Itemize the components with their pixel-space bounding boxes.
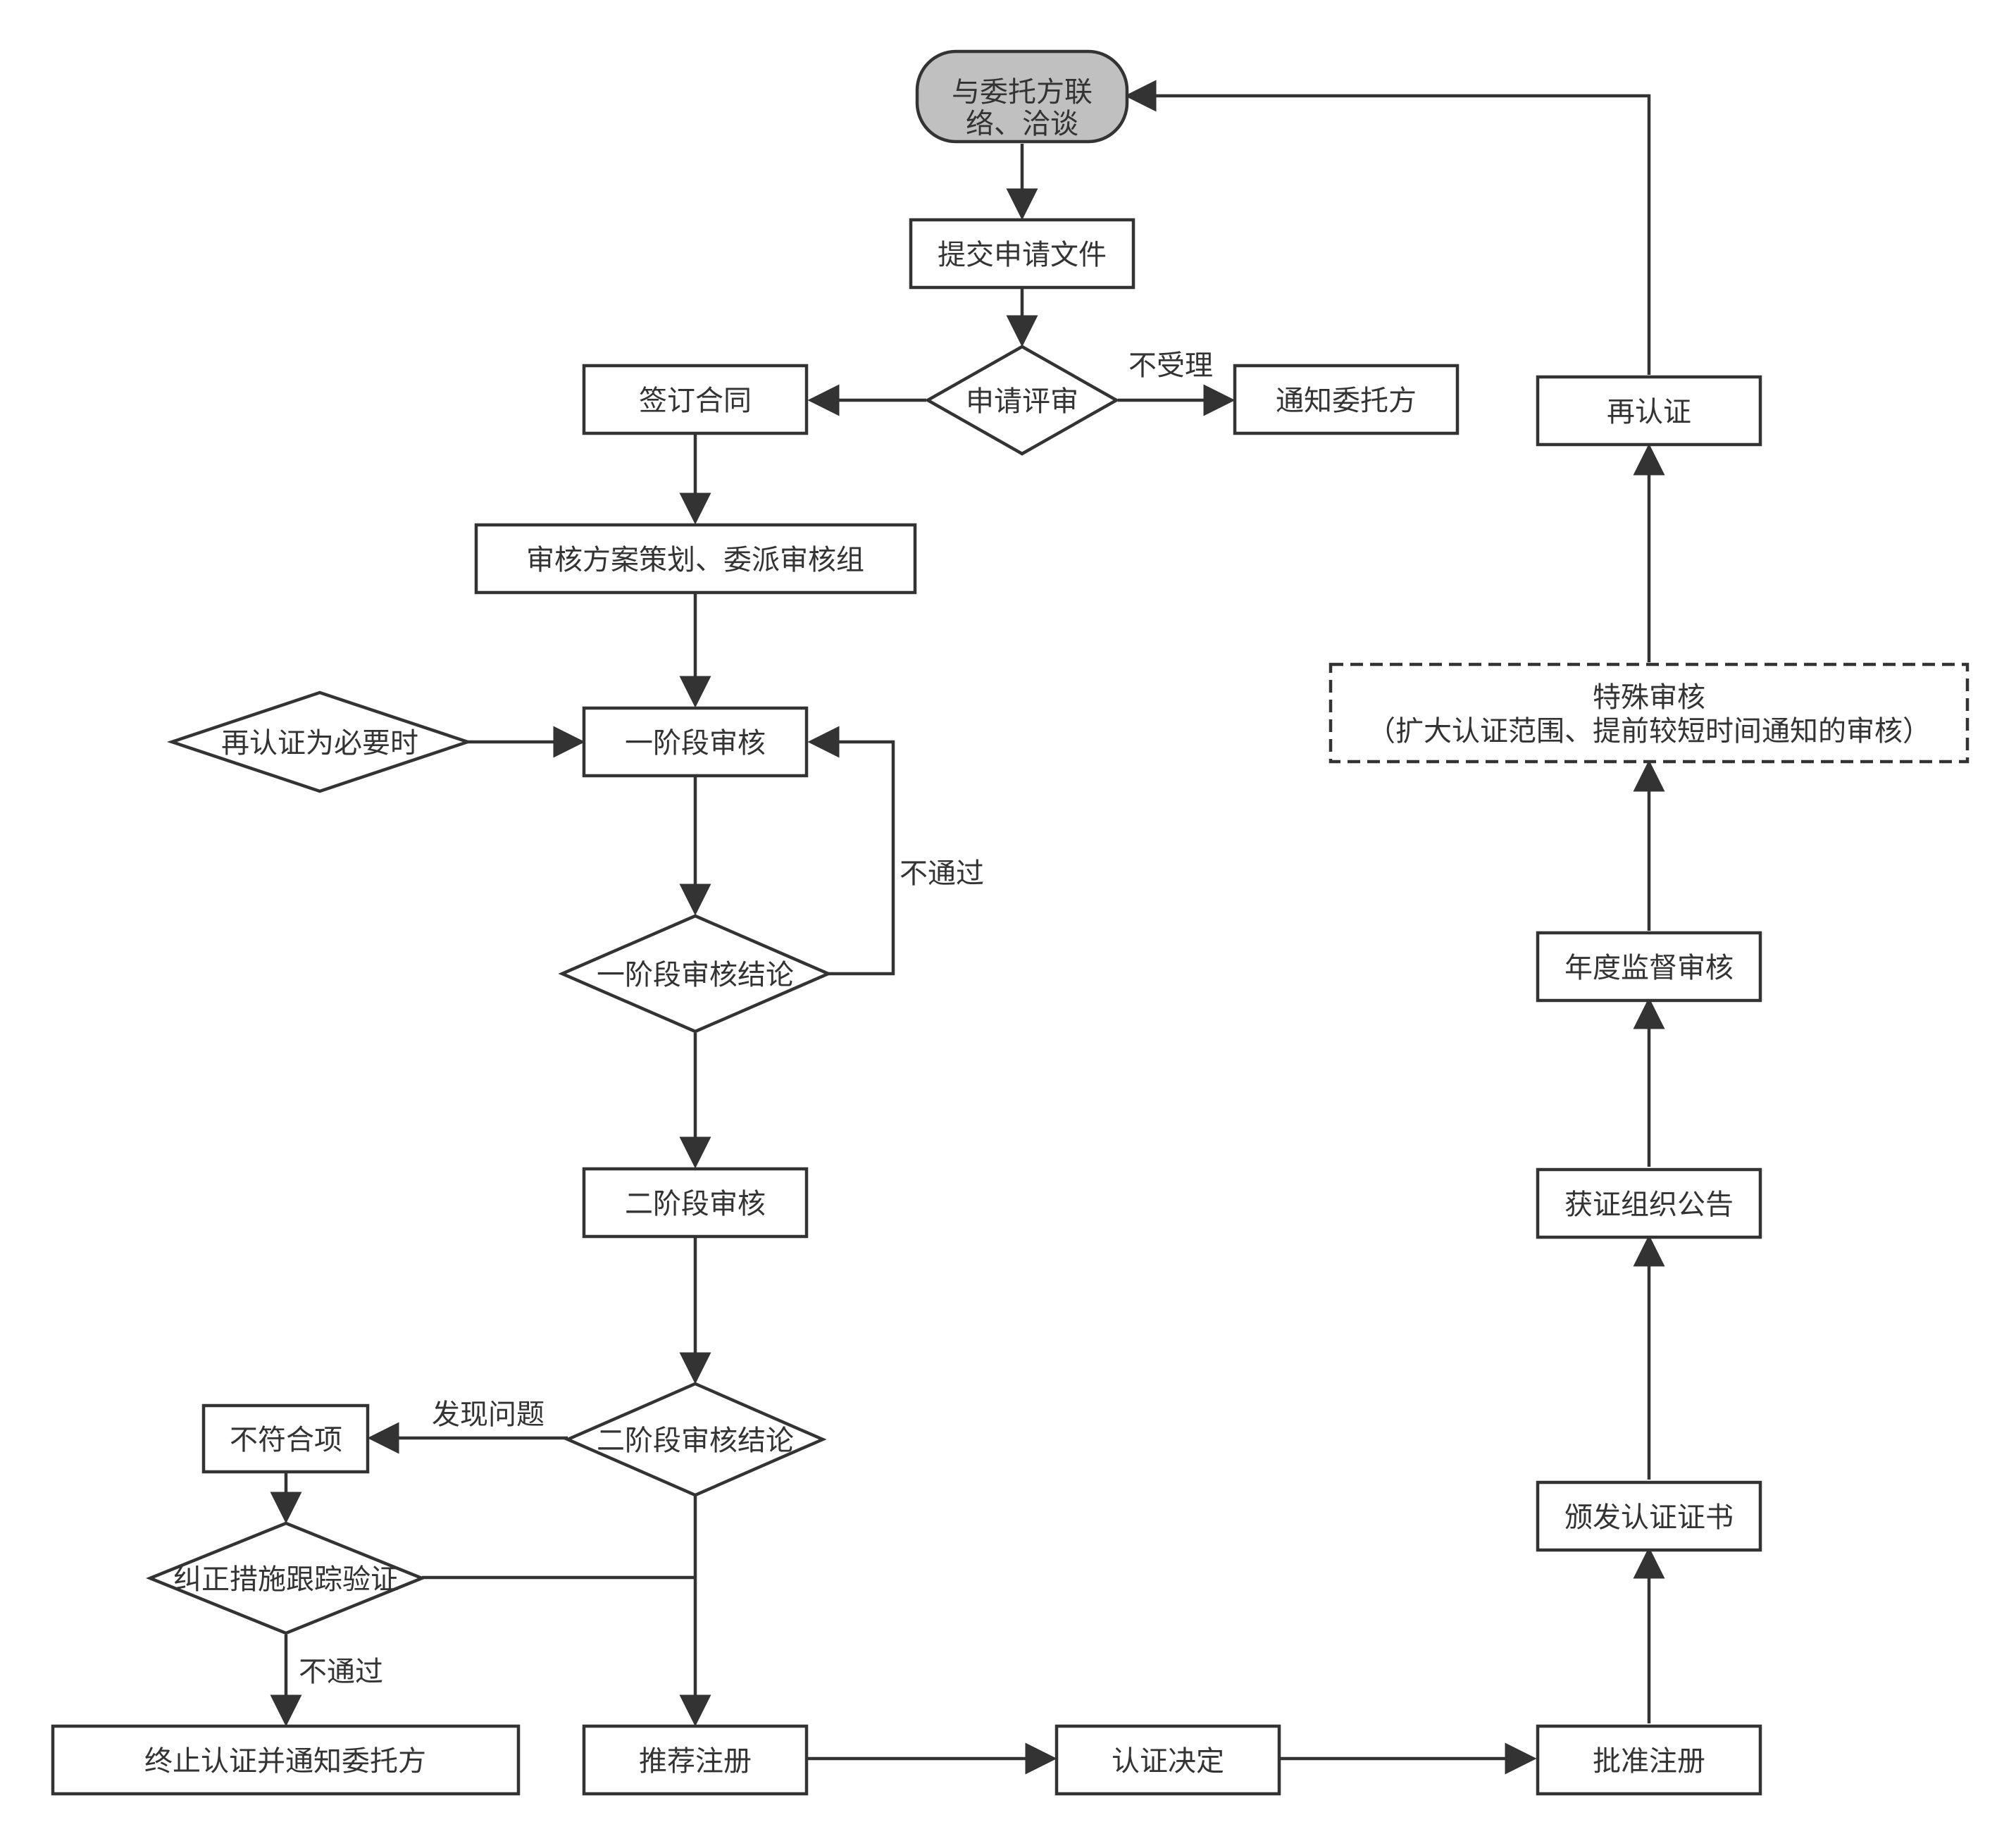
- sign-contract-label: 签订合同: [639, 385, 752, 416]
- notify-client-label: 通知委托方: [1276, 385, 1417, 416]
- recert-label: 再认证: [1607, 397, 1691, 428]
- terminate-label: 终止认证并通知委托方: [144, 1746, 426, 1777]
- stage1-result-label: 一阶段审核结论: [597, 960, 794, 991]
- recert-needed-label: 再认证为必要时: [221, 728, 418, 759]
- stage2-result-label: 二阶段审核结论: [597, 1425, 794, 1456]
- decision-corrective-verification[interactable]: 纠正措施跟踪验证: [145, 1521, 427, 1635]
- annual-label: 年度监督审核: [1564, 953, 1734, 984]
- node-special-audit[interactable]: 特殊审核 （扩大认证范围、提前较短时间通知的审核）: [1329, 662, 1970, 764]
- decision-review-application[interactable]: 申请评审: [924, 345, 1120, 456]
- issue-cert-label: 颁发认证证书: [1564, 1502, 1734, 1533]
- review-application-label: 申请评审: [966, 386, 1078, 417]
- edge-label-corrective-fail: 不通过: [299, 1656, 383, 1687]
- nonconformity-label: 不符合项: [230, 1425, 342, 1456]
- special-label-line2: （扩大认证范围、提前较短时间通知的审核）: [1367, 716, 1931, 747]
- edge-stage1-fail-loop: [807, 726, 895, 976]
- node-recommend-registration[interactable]: 推荐注册: [582, 1724, 809, 1796]
- node-submit[interactable]: 提交申请文件: [909, 218, 1135, 290]
- node-audit-plan[interactable]: 审核方案策划、委派审核组: [474, 523, 917, 595]
- corrective-label: 纠正措施跟踪验证: [173, 1564, 399, 1595]
- stage2-label: 二阶段审核: [625, 1189, 766, 1220]
- edge-recert-to-contact: [1124, 80, 1651, 375]
- node-nonconformity[interactable]: 不符合项: [201, 1403, 370, 1474]
- submit-label: 提交申请文件: [938, 240, 1107, 271]
- contact-label-line2: 络、洽谈: [966, 109, 1078, 140]
- node-sign-contract[interactable]: 签订合同: [582, 364, 809, 435]
- announce-label: 获证组织公告: [1564, 1189, 1734, 1220]
- node-recertification[interactable]: 再认证: [1536, 375, 1762, 447]
- decision-label: 认证决定: [1112, 1746, 1224, 1777]
- node-stage1-audit[interactable]: 一阶段审核: [582, 706, 809, 778]
- node-annual-surveillance[interactable]: 年度监督审核: [1536, 931, 1762, 1003]
- node-cert-decision[interactable]: 认证决定: [1054, 1724, 1281, 1796]
- node-terminate[interactable]: 终止认证并通知委托方: [51, 1724, 521, 1796]
- start-node-contact[interactable]: 与委托方联 络、洽谈: [915, 49, 1129, 144]
- stage1-label: 一阶段审核: [625, 728, 766, 759]
- decision-recert-needed[interactable]: 再认证为必要时: [166, 690, 473, 793]
- edges: [270, 80, 1665, 1775]
- decision-stage2-result[interactable]: 二阶段审核结论: [564, 1382, 827, 1497]
- edge-label-not-accepted: 不受理: [1128, 350, 1213, 381]
- node-announcement[interactable]: 获证组织公告: [1536, 1167, 1762, 1239]
- node-issue-certificate[interactable]: 颁发认证证书: [1536, 1480, 1762, 1552]
- decision-stage1-result[interactable]: 一阶段审核结论: [558, 914, 833, 1034]
- node-notify-client[interactable]: 通知委托方: [1233, 364, 1460, 435]
- approve-label: 批准注册: [1593, 1746, 1705, 1777]
- edge-label-stage1-fail: 不通过: [900, 858, 984, 889]
- edge-label-problem-found: 发现问题: [432, 1399, 545, 1430]
- node-stage2-audit[interactable]: 二阶段审核: [582, 1167, 809, 1239]
- special-label-line1: 特殊审核: [1593, 682, 1705, 713]
- recommend-label: 推荐注册: [639, 1746, 752, 1777]
- node-approve-registration[interactable]: 批准注册: [1536, 1724, 1762, 1796]
- contact-label-line1: 与委托方联: [952, 77, 1093, 108]
- audit-plan-label: 审核方案策划、委派审核组: [526, 545, 864, 576]
